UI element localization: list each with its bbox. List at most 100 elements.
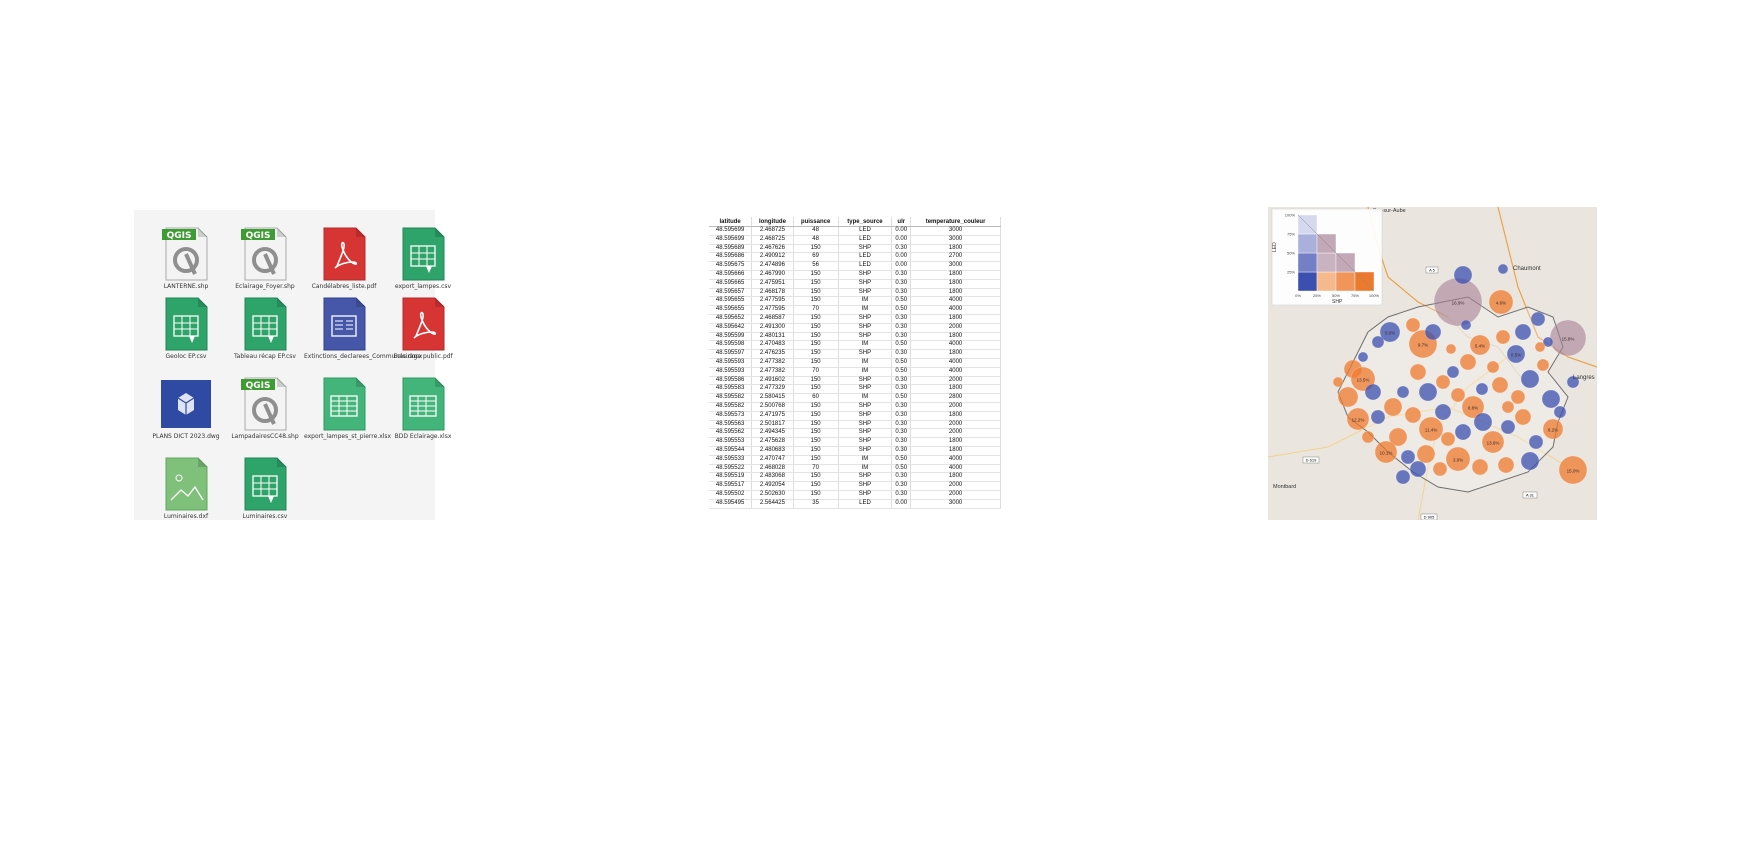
table-cell: SHP [838, 323, 893, 333]
file-item[interactable]: BDD Eclairage.xlsx [383, 376, 463, 441]
map-bubble[interactable] [1432, 461, 1448, 477]
map-bubble[interactable] [1520, 451, 1540, 471]
map-bubble[interactable] [1506, 344, 1526, 364]
map-bubble[interactable] [1405, 317, 1421, 333]
map-view[interactable]: 16.9%15.8%13.5%12.2%11.4%15.0%13.6%10.1%… [1268, 207, 1597, 520]
map-bubble[interactable] [1536, 358, 1550, 372]
file-item[interactable]: Eclairage public.pdf [383, 296, 463, 361]
map-bubble[interactable] [1379, 321, 1401, 343]
map-bubble[interactable] [1435, 374, 1451, 390]
map-bubble[interactable] [1434, 403, 1452, 421]
map-bubble[interactable] [1497, 456, 1515, 474]
table-cell: 48.595686 [709, 252, 753, 263]
map-bubble[interactable] [1500, 419, 1516, 435]
map-bubble[interactable] [1469, 334, 1491, 356]
map-bubble[interactable] [1541, 389, 1561, 409]
map-bubble[interactable] [1491, 376, 1509, 394]
map-bubble[interactable] [1418, 382, 1438, 402]
map-bubble[interactable] [1486, 360, 1500, 374]
map-bubble[interactable] [1473, 412, 1493, 432]
map-bubble[interactable] [1361, 430, 1375, 444]
map-bubble[interactable] [1501, 400, 1515, 414]
map-bubble[interactable] [1510, 389, 1526, 405]
legend-cell [1297, 252, 1318, 273]
map-bubble[interactable] [1459, 353, 1477, 371]
file-item[interactable]: Geoloc EP.csv [146, 296, 226, 361]
map-bubble[interactable] [1374, 440, 1398, 464]
table-cell: 150 [793, 437, 839, 447]
file-label: export_lampes_st_pierre.xlsx [304, 433, 392, 440]
map-bubble[interactable] [1453, 265, 1473, 285]
file-label: BDD Eclairage.xlsx [394, 433, 452, 440]
map-bubble[interactable] [1445, 343, 1457, 355]
map-bubble[interactable] [1454, 423, 1472, 441]
map-bubble[interactable] [1471, 458, 1489, 476]
map-bubble[interactable] [1534, 341, 1546, 353]
file-item[interactable]: Luminaires.csv [225, 456, 305, 521]
map-bubble[interactable] [1542, 418, 1564, 440]
map-bubble[interactable] [1337, 386, 1359, 408]
map-bubble[interactable] [1332, 376, 1344, 388]
map-bubble[interactable] [1364, 383, 1382, 401]
map-bubble[interactable] [1495, 329, 1511, 345]
map-bubble[interactable] [1383, 397, 1403, 417]
column-header[interactable]: temperature_couleur [910, 217, 1001, 227]
map-bubble[interactable] [1396, 385, 1410, 399]
file-item[interactable]: Tableau récap EP.csv [225, 296, 305, 361]
column-header[interactable]: latitude [709, 217, 753, 227]
map-bubble[interactable] [1445, 446, 1471, 472]
map-bubble[interactable] [1404, 406, 1422, 424]
map-bubble[interactable] [1388, 427, 1408, 447]
map-bubble[interactable] [1558, 455, 1588, 485]
map-bubble[interactable] [1409, 460, 1427, 478]
map-bubble[interactable] [1357, 351, 1369, 363]
file-item[interactable]: Candélabres_liste.pdf [304, 226, 384, 291]
map-bubble[interactable] [1371, 335, 1385, 349]
map-bubble[interactable] [1528, 434, 1544, 450]
file-item[interactable]: export_lampes.csv [383, 226, 463, 291]
map-bubble[interactable] [1542, 336, 1554, 348]
map-bubble[interactable] [1488, 289, 1514, 315]
table-cell: 150 [793, 340, 839, 351]
map-bubble[interactable] [1514, 323, 1532, 341]
map-bubble[interactable] [1475, 382, 1489, 396]
file-item[interactable]: export_lampes_st_pierre.xlsx [304, 376, 392, 441]
map-bubble[interactable] [1514, 408, 1532, 426]
map-bubble[interactable] [1370, 409, 1386, 425]
map-bubble[interactable] [1395, 469, 1411, 485]
map-bubble[interactable] [1409, 363, 1427, 381]
column-header[interactable]: puissance [793, 217, 839, 227]
file-item[interactable]: PLANS DICT 2023.dwg [146, 376, 226, 441]
column-header[interactable]: ulr [891, 217, 912, 227]
map-bubble[interactable] [1461, 395, 1485, 419]
map-bubble[interactable] [1424, 323, 1442, 341]
map-bubble[interactable] [1553, 405, 1567, 419]
file-item[interactable]: Luminaires.dxf [146, 456, 226, 521]
map-bubble[interactable] [1446, 365, 1460, 379]
map-bubble[interactable] [1418, 416, 1444, 442]
map-bubble[interactable] [1520, 369, 1540, 389]
map-bubble[interactable] [1400, 449, 1416, 465]
map-bubble[interactable] [1346, 407, 1370, 431]
map-bubble[interactable] [1460, 319, 1472, 331]
column-header[interactable]: longitude [751, 217, 794, 227]
column-header[interactable]: type_source [838, 217, 893, 227]
file-item[interactable]: Extinctions_declarees_Communes.docx [304, 296, 422, 361]
map-bubble[interactable] [1566, 375, 1580, 389]
map-bubble[interactable] [1481, 430, 1505, 454]
table-cell: 0.30 [891, 428, 912, 439]
csv-file-icon [225, 456, 305, 512]
map-bubble[interactable] [1416, 444, 1436, 464]
map-bubble[interactable] [1530, 311, 1546, 327]
map-bubble[interactable] [1450, 387, 1466, 403]
map-bubble[interactable] [1497, 263, 1509, 275]
table-cell: SHP [838, 402, 893, 412]
map-bubble[interactable] [1440, 431, 1456, 447]
table-cell: 2.468587 [751, 314, 794, 324]
